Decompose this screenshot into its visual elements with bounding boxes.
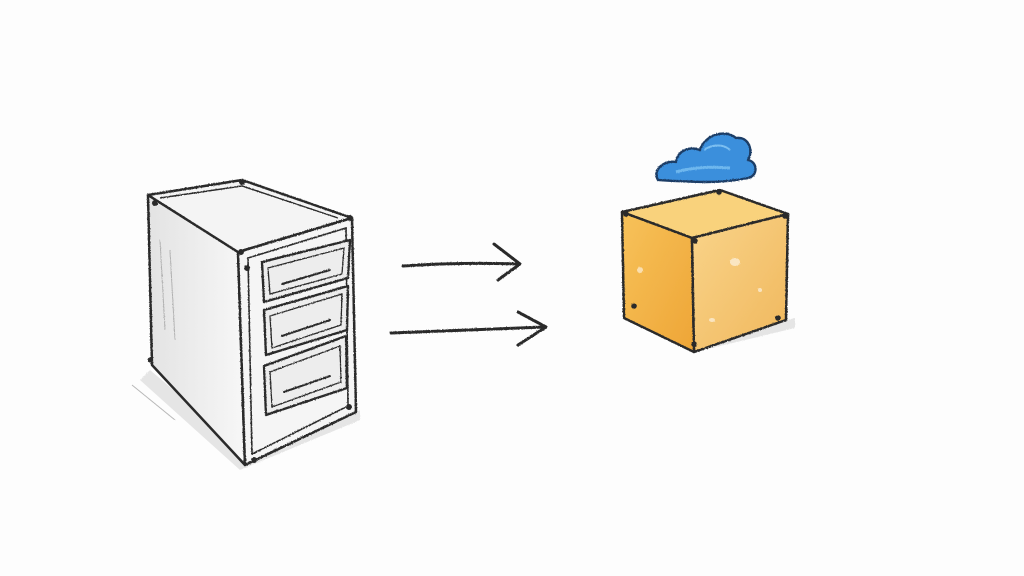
cabinet-top-edge [159,185,339,219]
arrow-right-icon [401,242,522,282]
arrow-right-icon [389,310,548,347]
cabinet-hatching [131,239,176,421]
box-side-face [690,212,790,354]
drawer-handle [281,319,331,337]
cabinet-drawer-bottom [262,334,349,417]
box-rivets [623,189,788,347]
filing-cabinet-icon [131,178,360,470]
drawer-handle [281,269,331,285]
drawer-handle [283,375,331,393]
cloud-icon [655,132,757,184]
box-highlights [637,258,762,322]
cabinet-rivets [147,179,353,463]
box-icon [620,188,795,354]
cabinet-drawer-top [260,238,352,304]
cabinet-drawer-middle [262,284,350,357]
